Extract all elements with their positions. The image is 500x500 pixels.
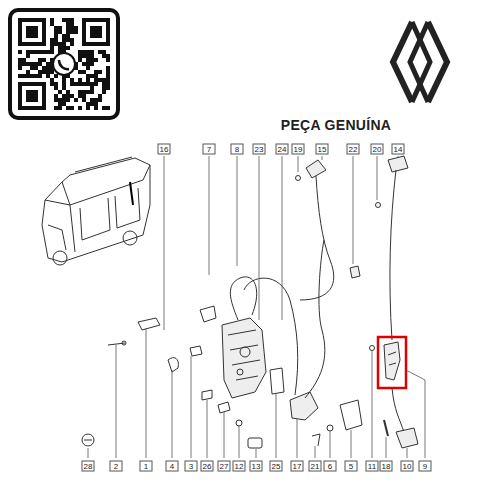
callout-number: 7	[203, 144, 216, 155]
callout-number: 20	[371, 144, 384, 155]
callout-number: 17	[291, 461, 304, 472]
callout-number: 19	[292, 144, 305, 155]
qr-code	[18, 18, 110, 110]
callout-number: 6	[324, 461, 337, 472]
callout-number: 15	[316, 144, 329, 155]
callout-number: 13	[250, 461, 263, 472]
lock-assembly	[82, 156, 418, 448]
callout-number: 22	[347, 144, 360, 155]
callout-number: 8	[231, 144, 244, 155]
callout-number: 3	[185, 461, 198, 472]
callout-number: 23	[253, 144, 266, 155]
callout-number: 27	[218, 461, 231, 472]
callout-number: 24	[276, 144, 289, 155]
callout-number: 9	[419, 461, 432, 472]
callout-number: 14	[392, 144, 405, 155]
callout-number: 2	[110, 461, 123, 472]
renault-logo	[393, 22, 447, 102]
callout-number: 26	[201, 461, 214, 472]
brand-tagline: PEÇA GENUÍNA	[281, 117, 391, 133]
callout-number: 21	[309, 461, 322, 472]
callout-number: 10	[401, 461, 414, 472]
callout-number: 11	[366, 461, 379, 472]
highlight-box	[378, 337, 406, 388]
callout-number: 16	[158, 144, 171, 155]
callout-number: 4	[166, 461, 179, 472]
van-drawing	[42, 157, 150, 265]
qr-frame	[10, 10, 118, 118]
callout-number: 18	[380, 461, 393, 472]
callout-number: 28	[82, 461, 95, 472]
leader-lines	[88, 156, 425, 458]
callout-number: 1	[140, 461, 153, 472]
callout-number: 12	[233, 461, 246, 472]
callout-number: 25	[270, 461, 283, 472]
callout-number: 5	[345, 461, 358, 472]
